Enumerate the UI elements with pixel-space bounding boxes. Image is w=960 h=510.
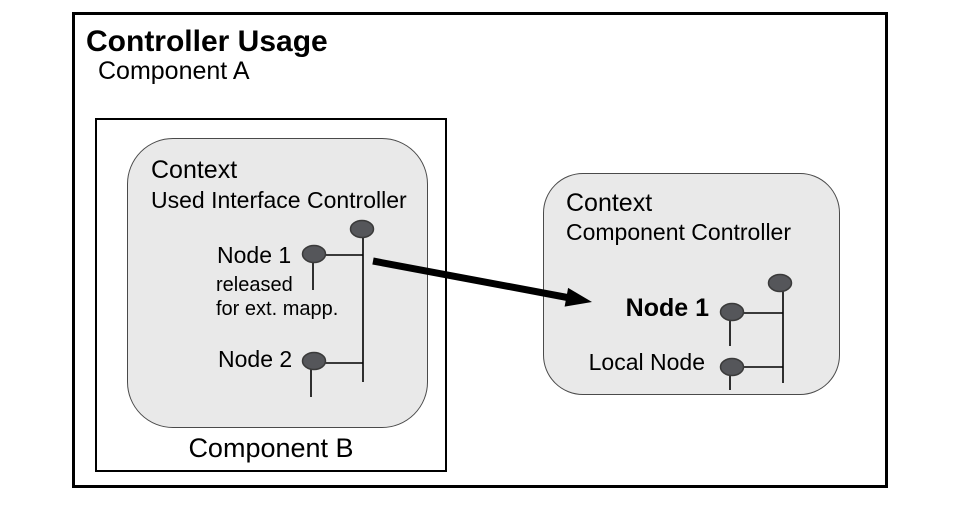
right-context-title: Context <box>566 189 653 217</box>
left-node1-label: Node 1 <box>217 242 292 268</box>
left-context-title: Context <box>151 156 238 184</box>
component-a-label: Component A <box>98 57 250 85</box>
left-node2-label: Node 2 <box>218 346 293 372</box>
left-context-subtitle: Used Interface Controller <box>151 187 407 213</box>
right-local-node-label: Local Node <box>588 349 705 375</box>
left-node1-note-line2: for ext. mapp. <box>216 298 339 320</box>
right-context-subtitle: Component Controller <box>566 219 792 245</box>
component-b-label: Component B <box>188 433 354 463</box>
page-title: Controller Usage <box>86 25 328 58</box>
right-node1-label: Node 1 <box>625 294 709 322</box>
left-node1-note-line1: released <box>216 274 293 296</box>
